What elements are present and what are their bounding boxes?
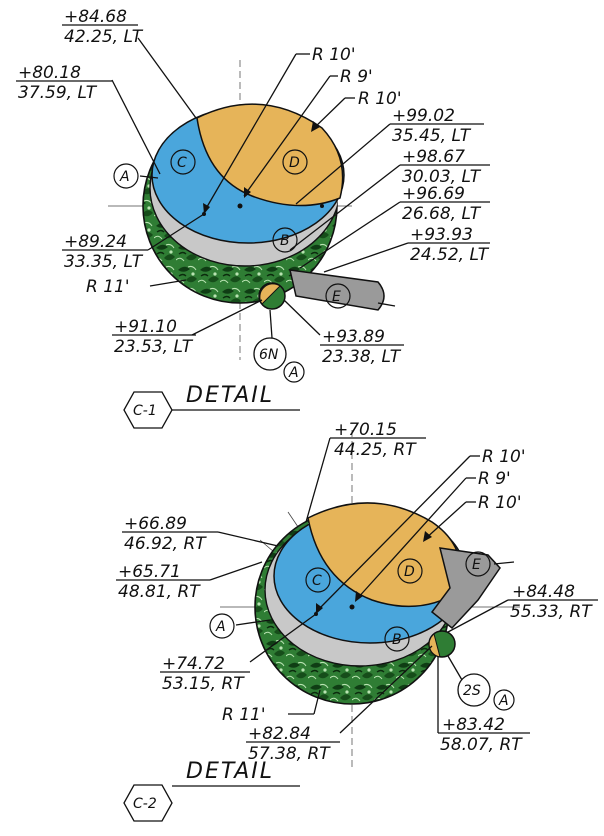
area-tag-c: C <box>312 573 322 589</box>
svg-text:2S: 2S <box>463 683 481 699</box>
radius-label-1: R 10' <box>482 447 526 467</box>
offset-44-25: 44.25, RT <box>334 440 417 460</box>
svg-text:A: A <box>288 365 299 381</box>
offset-35-45: 35.45, LT <box>392 126 472 146</box>
offset-33-35: 33.35, LT <box>64 252 144 272</box>
svg-text:C-2: C-2 <box>133 796 157 812</box>
offset-24-52: 24.52, LT <box>410 245 490 265</box>
offset-58-07: 58.07, RT <box>440 735 523 755</box>
area-e-channel <box>430 547 501 630</box>
station-80-18: +80.18 <box>18 63 81 83</box>
offset-42-25: 42.25, LT <box>64 27 144 47</box>
station-93-93: +93.93 <box>410 225 473 245</box>
radius-label-4: R 11' <box>222 705 266 725</box>
offset-48-81: 48.81, RT <box>118 582 201 602</box>
radius-label-3: R 10' <box>358 89 402 109</box>
station-82-84: +82.84 <box>248 724 311 744</box>
offset-57-38: 57.38, RT <box>248 744 331 764</box>
detail-title-c2: DETAIL <box>186 759 274 784</box>
area-tag-a: A <box>119 169 130 185</box>
offset-26-68: 26.68, LT <box>402 204 482 224</box>
radius-label-4: R 11' <box>86 277 130 297</box>
offset-23-38: 23.38, LT <box>322 347 402 367</box>
center-point <box>237 203 243 209</box>
station-70-15: +70.15 <box>334 420 397 440</box>
svg-text:A: A <box>498 693 509 709</box>
area-d-fill <box>196 103 344 207</box>
station-65-71: +65.71 <box>118 562 181 582</box>
offset-46-92: 46.92, RT <box>124 534 207 554</box>
detail-c2: +70.15 44.25, RT +66.89 46.92, RT +65.71… <box>116 420 598 822</box>
offset-30-03: 30.03, LT <box>402 167 482 187</box>
area-tag-d: D <box>404 564 415 580</box>
area-tag-e: E <box>472 557 481 573</box>
callout-6n <box>253 337 287 371</box>
station-98-67: +98.67 <box>402 147 465 167</box>
station-93-89: +93.89 <box>322 327 385 347</box>
station-99-02: +99.02 <box>392 106 455 126</box>
hex-callout-c2 <box>123 784 173 822</box>
offset-55-33: 55.33, RT <box>510 602 593 622</box>
station-96-69: +96.69 <box>402 184 465 204</box>
detail-title-c1: DETAIL <box>186 383 274 408</box>
station-83-42: +83.42 <box>442 715 505 735</box>
radius-label-2: R 9' <box>340 67 373 87</box>
station-84-48: +84.48 <box>512 582 575 602</box>
area-tag-d: D <box>289 155 300 171</box>
station-89-24: +89.24 <box>64 232 127 252</box>
offset-23-53: 23.53, LT <box>114 337 194 357</box>
area-tag-a: A <box>215 619 226 635</box>
area-tag-c: C <box>177 155 187 171</box>
area-tag-b: B <box>392 632 402 648</box>
detail-c1: +84.68 42.25, LT +80.18 37.59, LT +99.02… <box>16 7 490 429</box>
svg-text:6N: 6N <box>259 347 279 363</box>
offset-53-15: 53.15, RT <box>162 674 245 694</box>
radius-label-1: R 10' <box>312 45 356 65</box>
station-66-89: +66.89 <box>124 514 187 534</box>
station-74-72: +74.72 <box>162 654 225 674</box>
area-tag-e: E <box>332 289 341 305</box>
radius-label-2: R 9' <box>478 469 511 489</box>
station-91-10: +91.10 <box>114 317 177 337</box>
area-e-channel <box>289 269 385 311</box>
radius-label-3: R 10' <box>478 493 522 513</box>
offset-37-59: 37.59, LT <box>18 83 98 103</box>
callout-2s <box>457 673 491 707</box>
svg-text:C-1: C-1 <box>133 403 157 419</box>
station-84-68: +84.68 <box>64 7 127 27</box>
area-tag-b: B <box>280 233 290 249</box>
